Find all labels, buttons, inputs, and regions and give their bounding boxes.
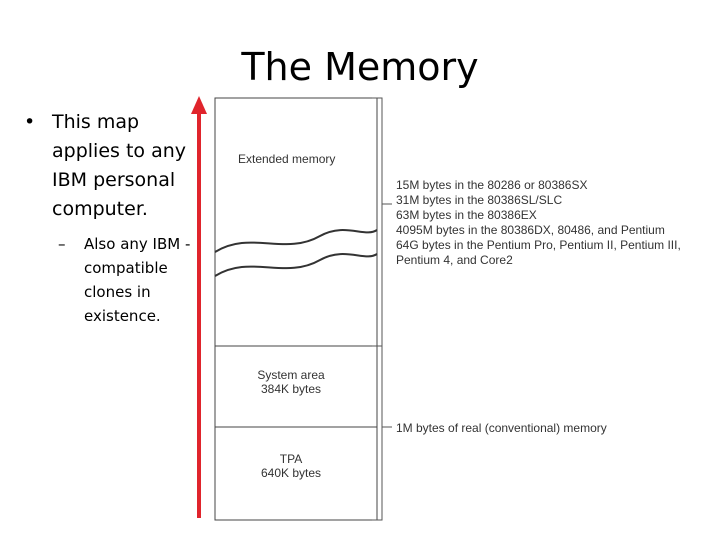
address-arrow-head-icon [191, 96, 207, 114]
system-area-line1: System area [257, 368, 325, 382]
tpa-label: TPA 640K bytes [210, 452, 372, 480]
break-wave-upper [214, 229, 378, 253]
extended-size-item: Pentium 4, and Core2 [396, 253, 513, 267]
sub-bullet-item: – Also any IBM -compatible clones in exi… [24, 232, 196, 328]
bullet-list: • This map applies to any IBM personal c… [24, 108, 196, 328]
extended-size-list: 15M bytes in the 80286 or 80386SX 31M by… [396, 178, 681, 268]
extended-size-item: 64G bytes in the Pentium Pro, Pentium II… [396, 238, 681, 252]
extended-memory-label: Extended memory [238, 152, 336, 166]
real-memory-bracket [372, 345, 383, 521]
tpa-line1: TPA [279, 452, 303, 466]
sub-bullet-text: Also any IBM -compatible clones in exist… [84, 235, 191, 325]
extended-size-item: 31M bytes in the 80386SL/SLC [396, 193, 563, 207]
bullet-text: This map applies to any IBM personal com… [52, 111, 186, 220]
break-wave-lower [214, 253, 378, 277]
tpa-line2: 640K bytes [260, 466, 322, 480]
system-area-label: System area 384K bytes [210, 368, 372, 396]
system-area-line2: 384K bytes [260, 382, 322, 396]
slide-title: The Memory [241, 45, 479, 89]
extended-size-item: 63M bytes in the 80386EX [396, 208, 537, 222]
extended-size-item: 4095M bytes in the 80386DX, 80486, and P… [396, 223, 665, 237]
real-memory-label: 1M bytes of real (conventional) memory [396, 421, 607, 435]
bullet-dot-icon: • [24, 111, 36, 133]
memory-column-box [214, 97, 378, 521]
extended-size-item: 15M bytes in the 80286 or 80386SX [396, 178, 588, 192]
sub-bullet-dash-icon: – [58, 235, 66, 253]
bullet-item: • This map applies to any IBM personal c… [24, 108, 196, 224]
